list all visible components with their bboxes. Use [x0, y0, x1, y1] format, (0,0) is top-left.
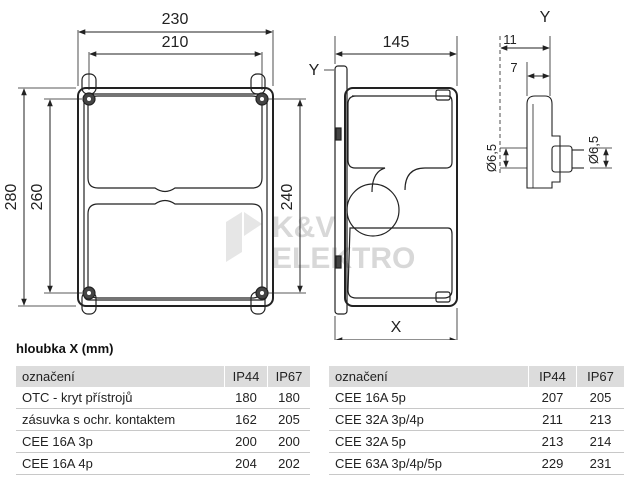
- dim-height-mount: 240: [279, 184, 296, 211]
- depth-table-right: označení IP44 IP67 CEE 16A 5p 207 205 CE…: [329, 366, 624, 475]
- depth-table-left: označení IP44 IP67 OTC - kryt přístrojů …: [16, 366, 310, 475]
- dim-detail-b: 7: [510, 60, 517, 75]
- cell-ip67: 200: [267, 430, 310, 453]
- dim-detail-a: 11: [503, 32, 517, 47]
- table-row: zásuvka s ochr. kontaktem 162 205: [16, 408, 310, 431]
- column-header-ip67: IP67: [267, 366, 310, 387]
- side-view: [334, 36, 458, 340]
- dim-hole-right: Ø6,5: [586, 136, 601, 164]
- column-header-name: označení: [329, 366, 529, 387]
- detail-title: Y: [540, 9, 551, 26]
- table-row: CEE 16A 3p 200 200: [16, 430, 310, 453]
- cell-ip67: 214: [576, 430, 624, 453]
- cell-ip44: 213: [527, 430, 577, 453]
- column-header-ip67: IP67: [576, 366, 624, 387]
- cell-name: CEE 32A 5p: [329, 430, 529, 453]
- front-view: [18, 30, 306, 315]
- table-row: CEE 63A 3p/4p/5p 229 231: [329, 452, 624, 475]
- cell-name: CEE 16A 3p: [16, 430, 225, 453]
- table-row: CEE 32A 5p 213 214: [329, 430, 624, 453]
- dim-depth-x: X: [391, 319, 402, 336]
- dim-width-inner: 210: [162, 34, 189, 51]
- technical-drawing: K&V ELEKTRO: [3, 9, 612, 340]
- watermark-line2: ELEKTRO: [272, 242, 415, 275]
- table-header-row: označení IP44 IP67: [329, 366, 624, 387]
- column-header-ip44: IP44: [527, 366, 577, 387]
- dim-width-outer: 230: [162, 11, 189, 28]
- cell-name: zásuvka s ochr. kontaktem: [16, 408, 225, 431]
- cell-name: CEE 16A 4p: [16, 452, 225, 475]
- table-row: CEE 16A 5p 207 205: [329, 387, 624, 409]
- cell-ip44: 211: [527, 408, 577, 431]
- front-dimension-lines: [21, 29, 303, 306]
- cell-ip67: 180: [267, 387, 310, 409]
- cell-ip67: 231: [576, 452, 624, 475]
- cell-name: CEE 16A 5p: [329, 387, 529, 409]
- detail-view: [499, 36, 612, 189]
- column-header-ip44: IP44: [223, 366, 268, 387]
- watermark-logo: K&V ELEKTRO: [226, 211, 415, 275]
- column-header-name: označení: [16, 366, 225, 387]
- table-header-row: označení IP44 IP67: [16, 366, 310, 387]
- table-row: CEE 16A 4p 204 202: [16, 452, 310, 475]
- cell-ip44: 229: [527, 452, 577, 475]
- dim-hole-left: Ø6,5: [484, 144, 499, 172]
- cell-ip67: 213: [576, 408, 624, 431]
- watermark-line1: K&V: [272, 211, 335, 244]
- detail-dimension-lines: [500, 45, 609, 168]
- dim-height-outer: 280: [3, 184, 20, 211]
- cell-ip44: 204: [223, 452, 268, 475]
- cell-ip67: 202: [267, 452, 310, 475]
- cell-ip44: 180: [223, 387, 268, 409]
- side-dimension-lines: [324, 51, 457, 340]
- depth-caption: hloubka X (mm): [16, 341, 114, 356]
- cell-ip44: 200: [223, 430, 268, 453]
- cell-name: CEE 32A 3p/4p: [329, 408, 529, 431]
- dim-height-inner: 260: [29, 184, 46, 211]
- cell-name: CEE 63A 3p/4p/5p: [329, 452, 529, 475]
- cell-name: OTC - kryt přístrojů: [16, 387, 225, 409]
- table-row: CEE 32A 3p/4p 211 213: [329, 408, 624, 431]
- table-row: OTC - kryt přístrojů 180 180: [16, 387, 310, 409]
- cell-ip67: 205: [267, 408, 310, 431]
- cell-ip44: 207: [527, 387, 577, 409]
- cell-ip67: 205: [576, 387, 624, 409]
- cell-ip44: 162: [223, 408, 268, 431]
- view-label-y: Y: [309, 62, 320, 79]
- dim-depth: 145: [383, 34, 410, 51]
